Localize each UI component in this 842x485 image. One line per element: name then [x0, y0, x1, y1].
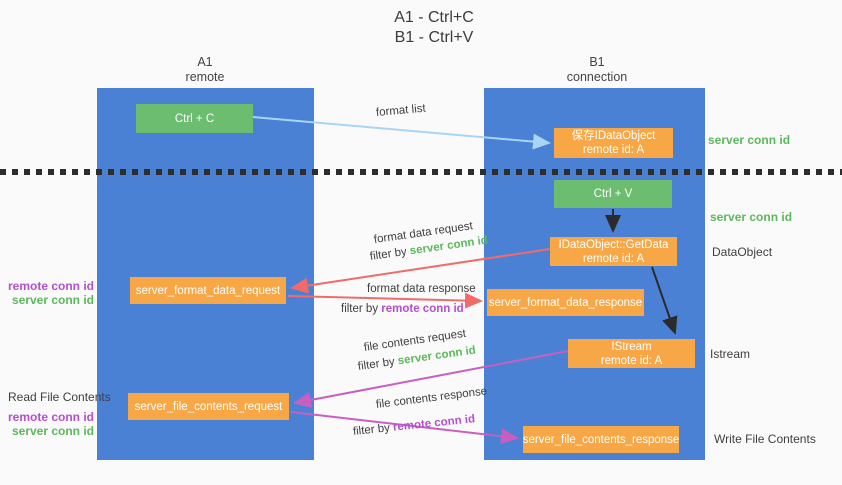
node-format-response-label: server_format_data_response [488, 296, 643, 309]
column-header-b1: B1 connection [567, 55, 627, 85]
label-file-contents-response: file contents response [375, 385, 488, 411]
title-line-2: B1 - Ctrl+V [394, 29, 474, 46]
node-server-format-data-response: server_format_data_response [487, 289, 644, 316]
node-save-idataobject-line2: remote id: A [582, 144, 645, 156]
label-stack-file: remote conn id server conn id [8, 410, 94, 438]
filter-by-prefix-2: filter by [341, 303, 382, 315]
label-format-list: format list [375, 102, 427, 119]
node-getdata-line1: IDataObject::GetData [558, 238, 669, 251]
label-server-conn-id-1: server conn id [11, 293, 94, 307]
label-format-data-response: format data response [367, 283, 476, 295]
column-b1-name: B1 [589, 55, 605, 69]
node-idataobject-getdata: IDataObject::GetData remote id: A [550, 237, 677, 266]
node-server-file-contents-request: server_file_contents_request [128, 393, 289, 420]
label-read-file-contents: Read File Contents [8, 390, 111, 404]
filter-by-prefix-4: filter by [352, 421, 394, 438]
node-ctrl-v: Ctrl + V [554, 180, 672, 208]
label-dataobject: DataObject [712, 245, 773, 259]
node-server-format-data-request: server_format_data_request [130, 277, 286, 304]
node-getdata-line2: remote id: A [582, 252, 645, 265]
title-line-1: A1 - Ctrl+C [394, 9, 474, 26]
node-ctrl-v-label: Ctrl + V [593, 188, 633, 200]
arrow-format-data-response [287, 292, 483, 309]
label-istream: Istream [710, 347, 751, 361]
filter-by-value-3: server conn id [397, 344, 477, 368]
column-header-a1: A1 remote [186, 55, 225, 85]
node-save-idataobject: 保存IDataObject remote id: A [554, 128, 673, 158]
label-server-conn-id-2: server conn id [11, 424, 94, 438]
filter-by-value-2: remote conn id [381, 303, 464, 315]
label-filter-by-remote-conn-id-1: filter by remote conn id [341, 303, 464, 315]
filter-by-value-4: remote conn id [392, 413, 476, 434]
node-istream-line1: IStream [611, 340, 652, 353]
node-file-response-label: server_file_contents_response [522, 433, 680, 446]
node-ctrl-c-label: Ctrl + C [174, 112, 215, 125]
label-server-conn-id-mid: server conn id [710, 210, 793, 224]
node-istream: IStream remote id: A [568, 339, 695, 368]
label-server-conn-id-top: server conn id [708, 133, 791, 147]
node-ctrl-c: Ctrl + C [136, 104, 253, 133]
filter-by-prefix-1: filter by [369, 245, 411, 263]
diagram-title: A1 - Ctrl+C B1 - Ctrl+V [394, 8, 474, 48]
filter-by-prefix-3: filter by [357, 355, 399, 373]
label-remote-conn-id-1: remote conn id [7, 279, 94, 293]
label-stack-format: remote conn id server conn id [8, 279, 94, 307]
label-remote-conn-id-2: remote conn id [7, 410, 94, 424]
column-a1-name: A1 [197, 55, 213, 69]
label-filter-by-remote-conn-id-2: filter by remote conn id [352, 413, 475, 438]
node-istream-line2: remote id: A [600, 354, 663, 367]
node-file-request-label: server_file_contents_request [134, 400, 283, 413]
column-b1-role: connection [566, 70, 628, 84]
node-format-request-label: server_format_data_request [135, 284, 281, 297]
label-write-file-contents: Write File Contents [714, 432, 816, 446]
node-server-file-contents-response: server_file_contents_response [523, 426, 679, 453]
node-save-idataobject-line1: 保存IDataObject [571, 130, 656, 142]
column-a1-role: remote [185, 70, 225, 84]
